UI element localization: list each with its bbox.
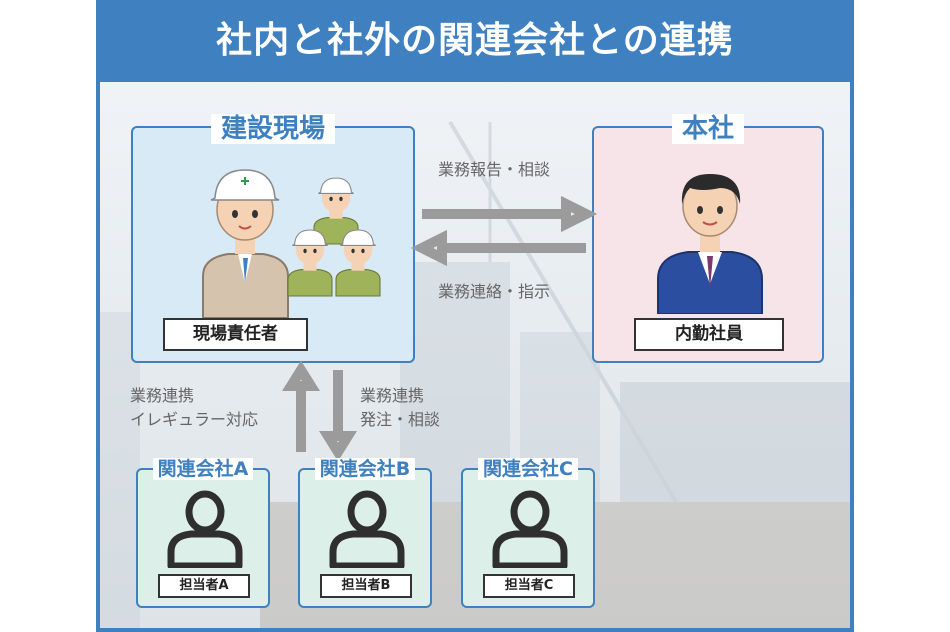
company-b-heading: 関連会社B [300,454,430,481]
person-icon [167,490,243,568]
contact-instruct-label: 業務連絡・指示 [438,282,551,301]
arrow-site-to-company [318,370,358,462]
site-panel: 建設現場 [131,114,415,363]
hq-role-label: 内勤社員 [634,318,784,351]
diagram-title: 社内と社外の関連会社との連携 [216,20,734,61]
site-workers-illustration [202,169,381,318]
diagram-frame: 社内と社外の関連会社との連携 建設現場 [96,0,854,632]
hq-heading: 本社 [594,108,822,145]
company-b-contact: 担当者B [320,574,412,598]
company-a-heading: 関連会社A [138,454,268,481]
company-c-panel: 関連会社C 担当者C [461,458,595,608]
arrow-site-to-hq [422,195,598,233]
arrow-company-to-site [281,360,321,452]
site-heading: 建設現場 [133,108,413,145]
site-role-label: 現場責任者 [163,318,308,351]
company-b-panel: 関連会社B 担当者B [298,458,432,608]
company-a-contact: 担当者A [158,574,250,598]
flow-arrows [281,195,598,462]
office-worker-illustration [657,174,763,314]
arrow-hq-to-site [410,229,586,267]
company-c-contact: 担当者C [483,574,575,598]
hq-panel: 本社 内勤社員 [592,114,824,363]
company-c-heading: 関連会社C [463,454,593,481]
person-icon [492,490,568,568]
header-bar: 社内と社外の関連会社との連携 [100,0,850,82]
person-icon [329,490,405,568]
company-a-panel: 関連会社A 担当者A [136,458,270,608]
upward-link-label: 業務連携 イレギュラー対応 [130,386,259,429]
report-consult-label: 業務報告・相談 [438,160,551,179]
downward-link-label: 業務連携 発注・相談 [360,386,441,429]
